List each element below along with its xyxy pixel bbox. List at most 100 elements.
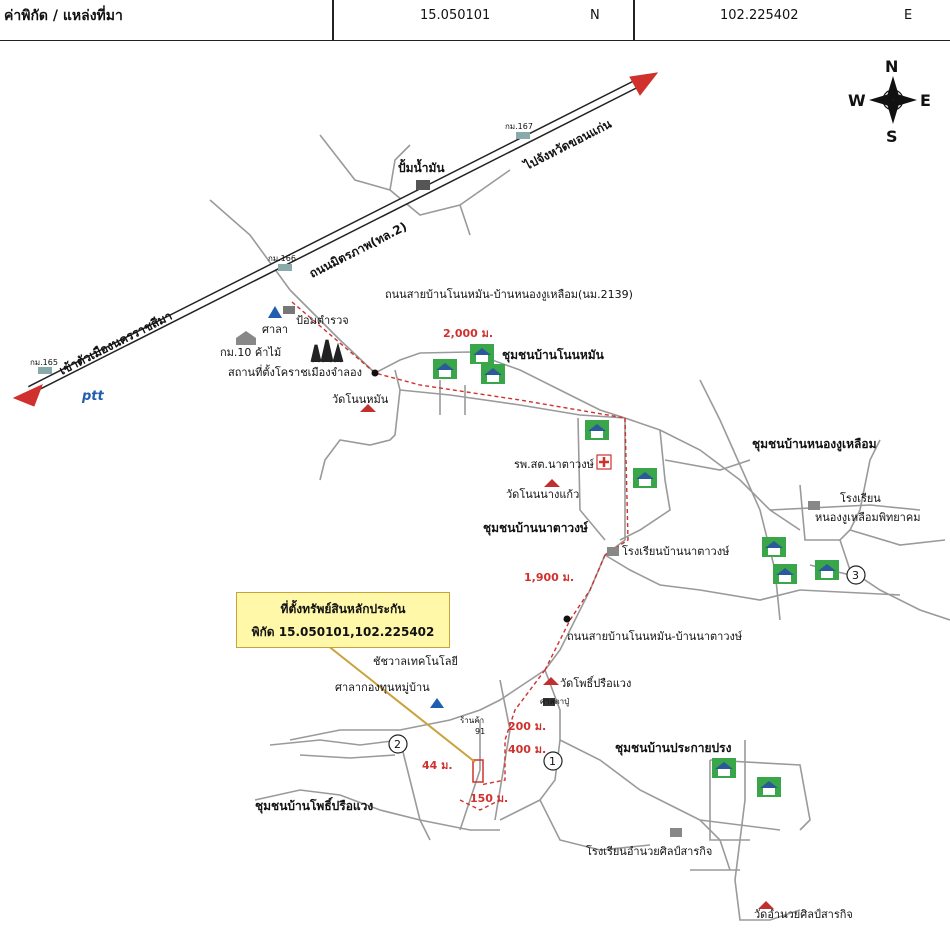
school-nong-ngu-label-line2: หนองงูเหลือมพิทยาคม (815, 511, 920, 524)
marker-3-label: 3 (852, 569, 859, 582)
sala-icon (430, 698, 444, 708)
junction-dot (563, 615, 571, 623)
sala-label: ศาลา (262, 323, 288, 336)
property-location-callout: ที่ตั้งทรัพย์สินหลักประกัน พิกัด 15.0501… (236, 592, 450, 648)
house-icon (433, 359, 457, 379)
wood-shop-label: กม.10 ค้าไม้ (220, 346, 281, 359)
longitude-value: 102.225402 (720, 8, 799, 23)
house-icon (470, 344, 494, 364)
compass-west-point (869, 94, 893, 106)
temple-icon (360, 404, 376, 412)
wat-non-nang-kaew-label: วัดโนนนางแก้ว (506, 487, 579, 501)
compass-s-label: S (886, 127, 898, 146)
house-icon (481, 364, 505, 384)
sala-village-label: ศาลากองทุนหมู่บ้าน (335, 681, 430, 694)
house-icon (815, 560, 839, 580)
ptt-logo-text: ptt (81, 389, 105, 404)
wat-pho-label: วัดโพธิ์ปรือแวง (560, 675, 631, 690)
compass-north-point (887, 76, 899, 100)
coordinate-source-label: ค่าพิกัด / แหล่งที่มา (4, 8, 123, 24)
school-icon (808, 501, 820, 510)
location-map: 1 2 3 N S W E ถนนมิตรภาพ(ทล.2) ไปจังหวัด… (12, 57, 950, 921)
hospital-cross-icon (599, 457, 609, 467)
header-divider (332, 0, 334, 40)
hospital-label: รพ.สต.นาตาวงษ์ (514, 458, 594, 471)
arrow-to-khonkaen (629, 72, 659, 96)
temple-silhouette-icon (310, 339, 344, 363)
latitude-value: 15.050101 (420, 8, 491, 23)
compass-w-label: W (848, 91, 866, 110)
community-nadawong-label: ชุมชนบ้านนาตาวงษ์ (483, 521, 588, 536)
school-icon (670, 828, 682, 837)
house-icon (712, 758, 736, 778)
numbered-markers: 1 2 3 (388, 565, 866, 771)
coordinate-header: ค่าพิกัด / แหล่งที่มา 15.050101 N 102.22… (0, 0, 950, 41)
km165-label: กม.165 (30, 358, 58, 367)
distance-1900-label: 1,900 ม. (524, 571, 574, 584)
sala-icon (268, 306, 282, 318)
community-prakai-label: ชุมชนบ้านประกายปรง (615, 741, 732, 756)
house-icon (757, 777, 781, 797)
house-icon (762, 537, 786, 557)
distance-2000-label: 2,000 ม. (443, 327, 493, 340)
km-post-icon (38, 367, 52, 374)
to-korat-label: เข้าตัวเมืองนครราชสีมา (57, 309, 174, 378)
school-nong-ngu-label-line1: โรงเรียน (840, 491, 881, 505)
road-nadawong-label: ถนนสายบ้านโนนหมัน-บ้านนาตาวงษ์ (567, 629, 742, 643)
junction-dot (371, 369, 379, 377)
distance-150-label: 150 ม. (470, 792, 508, 805)
temple-icon (544, 479, 560, 487)
house-icon (585, 420, 609, 440)
police-booth-icon (283, 306, 295, 314)
shop-label: ร้านค้า (460, 716, 484, 725)
callout-pointer (326, 644, 476, 763)
header-divider (633, 0, 635, 40)
to-khonkaen-label: ไปจังหวัดขอนแก่น (520, 115, 615, 173)
gas-station-label: ปั้มน้ำมัน (398, 158, 445, 175)
marker-2 (388, 734, 408, 754)
gas-station-icon (416, 180, 430, 190)
house-icon (773, 564, 797, 584)
compass-south-point (887, 100, 899, 124)
school-amnuay-label: โรงเรียนอำนวยศิลป์สารกิจ (586, 844, 712, 858)
shop-number-label: 91 (475, 727, 485, 736)
km167-label: กม.167 (505, 122, 533, 131)
compass-east-point (893, 94, 917, 106)
distance-44-label: 44 ม. (422, 759, 453, 772)
property-marker (326, 644, 484, 783)
marker-1-label: 1 (549, 755, 556, 768)
km166-label: กม.166 (268, 254, 296, 263)
marker-3 (846, 565, 866, 585)
callout-title: ที่ตั้งทรัพย์สินหลักประกัน (280, 602, 406, 616)
callout-coordinates: พิกัด 15.050101,102.225402 (251, 625, 435, 639)
landmark-icons (38, 132, 820, 909)
shop-icon (236, 331, 256, 345)
distance-400-label: 400 ม. (508, 743, 546, 756)
local-roads (209, 134, 950, 921)
marker-1 (543, 751, 563, 771)
km-post-icon (516, 132, 530, 139)
community-pho-label: ชุมชนบ้านโพธิ์ปรือแวง (255, 797, 373, 814)
longitude-direction: E (904, 8, 913, 23)
wat-amnuay-label: วัดอำนวยศิลป์สารกิจ (754, 908, 853, 921)
km-post-icon (278, 264, 292, 271)
chaiwan-label: ชัชวาลเทคโนโลยี (373, 654, 458, 668)
compass-n-label: N (885, 57, 898, 76)
wat-non-man-label: วัดโนนหมัน (332, 392, 389, 406)
highway-mittraphap (27, 77, 643, 395)
community-non-man-label: ชุมชนบ้านโนนหมัน (502, 347, 605, 363)
compass-e-label: E (920, 91, 931, 110)
property-plot (472, 759, 484, 783)
marker-2-label: 2 (394, 738, 401, 751)
latitude-direction: N (590, 8, 600, 23)
school-icon (607, 547, 619, 556)
temple-icon (758, 901, 774, 909)
road-2139-label: ถนนสายบ้านโนนหมัน-บ้านหนองงูเหลือม(นม.21… (385, 287, 633, 301)
temple-icon (543, 677, 559, 685)
compass-ring (882, 89, 904, 111)
shrine-label: ศาลตาปู่ (540, 697, 569, 707)
arrow-to-korat (12, 384, 43, 407)
korat-city-site-label: สถานที่ตั้งโคราชเมืองจำลอง (228, 364, 362, 379)
checkpoint-label: ป้อมตำรวจ (296, 314, 349, 327)
school-nadawong-label: โรงเรียนบ้านนาตาวงษ์ (622, 544, 730, 558)
